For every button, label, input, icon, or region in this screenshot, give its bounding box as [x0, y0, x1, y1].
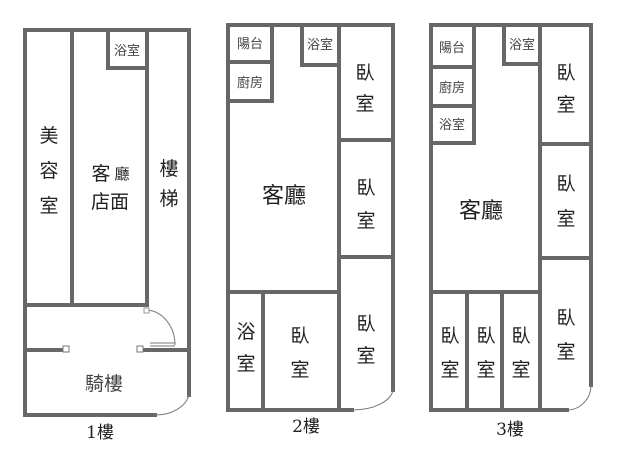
room-label-stairs-1: 樓	[159, 158, 178, 180]
room-label-bedroom: 室	[556, 341, 575, 363]
room-label-balcony: 陽台	[237, 37, 263, 52]
room-label-bedroom: 室	[355, 93, 374, 115]
door-swing-icon	[146, 309, 176, 347]
room-label-bath: 浴室	[114, 43, 140, 59]
room-label-beauty-3: 室	[39, 195, 58, 217]
room-label-bedroom: 臥	[356, 313, 375, 335]
room-label-kitchen: 廚房	[237, 75, 263, 91]
room-label-living: 客廳	[459, 199, 503, 224]
room-label-arcade: 騎樓	[85, 373, 123, 395]
door-swing-icon	[154, 394, 190, 416]
room-label-bath-small: 浴室	[439, 117, 465, 133]
room-label-bedroom: 臥	[511, 325, 530, 347]
room-label-bath-2: 室	[236, 353, 255, 375]
room-label-living-1: 客	[91, 163, 110, 185]
door-swing-icon	[566, 384, 592, 411]
room-label-bedroom: 室	[476, 359, 495, 381]
floor-caption-1: 1樓	[86, 423, 114, 443]
room-label-balcony: 陽台	[439, 41, 465, 56]
floor-caption-2: 2樓	[292, 417, 320, 437]
floor-1-plan: 浴室 美 容 室 客 廳 店面 樓 梯 騎樓 1樓	[23, 28, 191, 443]
room-label-bedroom: 臥	[356, 177, 375, 199]
room-label-bath-2: 浴	[236, 321, 255, 343]
room-label-bedroom: 臥	[556, 62, 575, 84]
door-swing-icon	[351, 389, 394, 411]
room-label-bedroom: 臥	[476, 325, 495, 347]
room-label-bedroom: 室	[290, 359, 309, 381]
room-label-bedroom: 室	[356, 345, 375, 367]
floor-caption-3: 3樓	[496, 420, 524, 440]
room-label-stairs-2: 梯	[159, 188, 178, 210]
room-label-bedroom: 臥	[556, 173, 575, 195]
room-label-living: 客廳	[262, 184, 306, 209]
room-label-beauty-1: 美	[39, 125, 58, 147]
room-label-bath: 浴室	[509, 37, 535, 53]
room-label-bedroom: 臥	[290, 325, 309, 347]
room-label-bedroom: 臥	[440, 325, 459, 347]
room-label-beauty-2: 容	[39, 160, 58, 182]
room-label-bedroom: 臥	[556, 307, 575, 329]
room-label-bath: 浴室	[307, 37, 333, 53]
room-label-kitchen: 廚房	[439, 80, 465, 96]
room-label-bedroom: 室	[556, 94, 575, 116]
room-label-living-2: 廳	[114, 165, 129, 183]
room-label-store: 店面	[91, 191, 129, 213]
floor-2-plan: 陽台 廚房 浴室 客廳 臥 室 臥 室 臥 室 浴 室 臥 室 2樓	[226, 23, 395, 437]
room-label-bedroom: 室	[356, 210, 375, 232]
floor-3-plan: 陽台 廚房 浴室 浴室 客廳 臥 室 臥 室 臥 室 臥 室 臥 室 臥 室 3…	[429, 23, 593, 440]
room-label-bedroom: 臥	[355, 62, 374, 84]
room-label-bedroom: 室	[556, 208, 575, 230]
room-label-bedroom: 室	[440, 359, 459, 381]
room-label-bedroom: 室	[511, 359, 530, 381]
